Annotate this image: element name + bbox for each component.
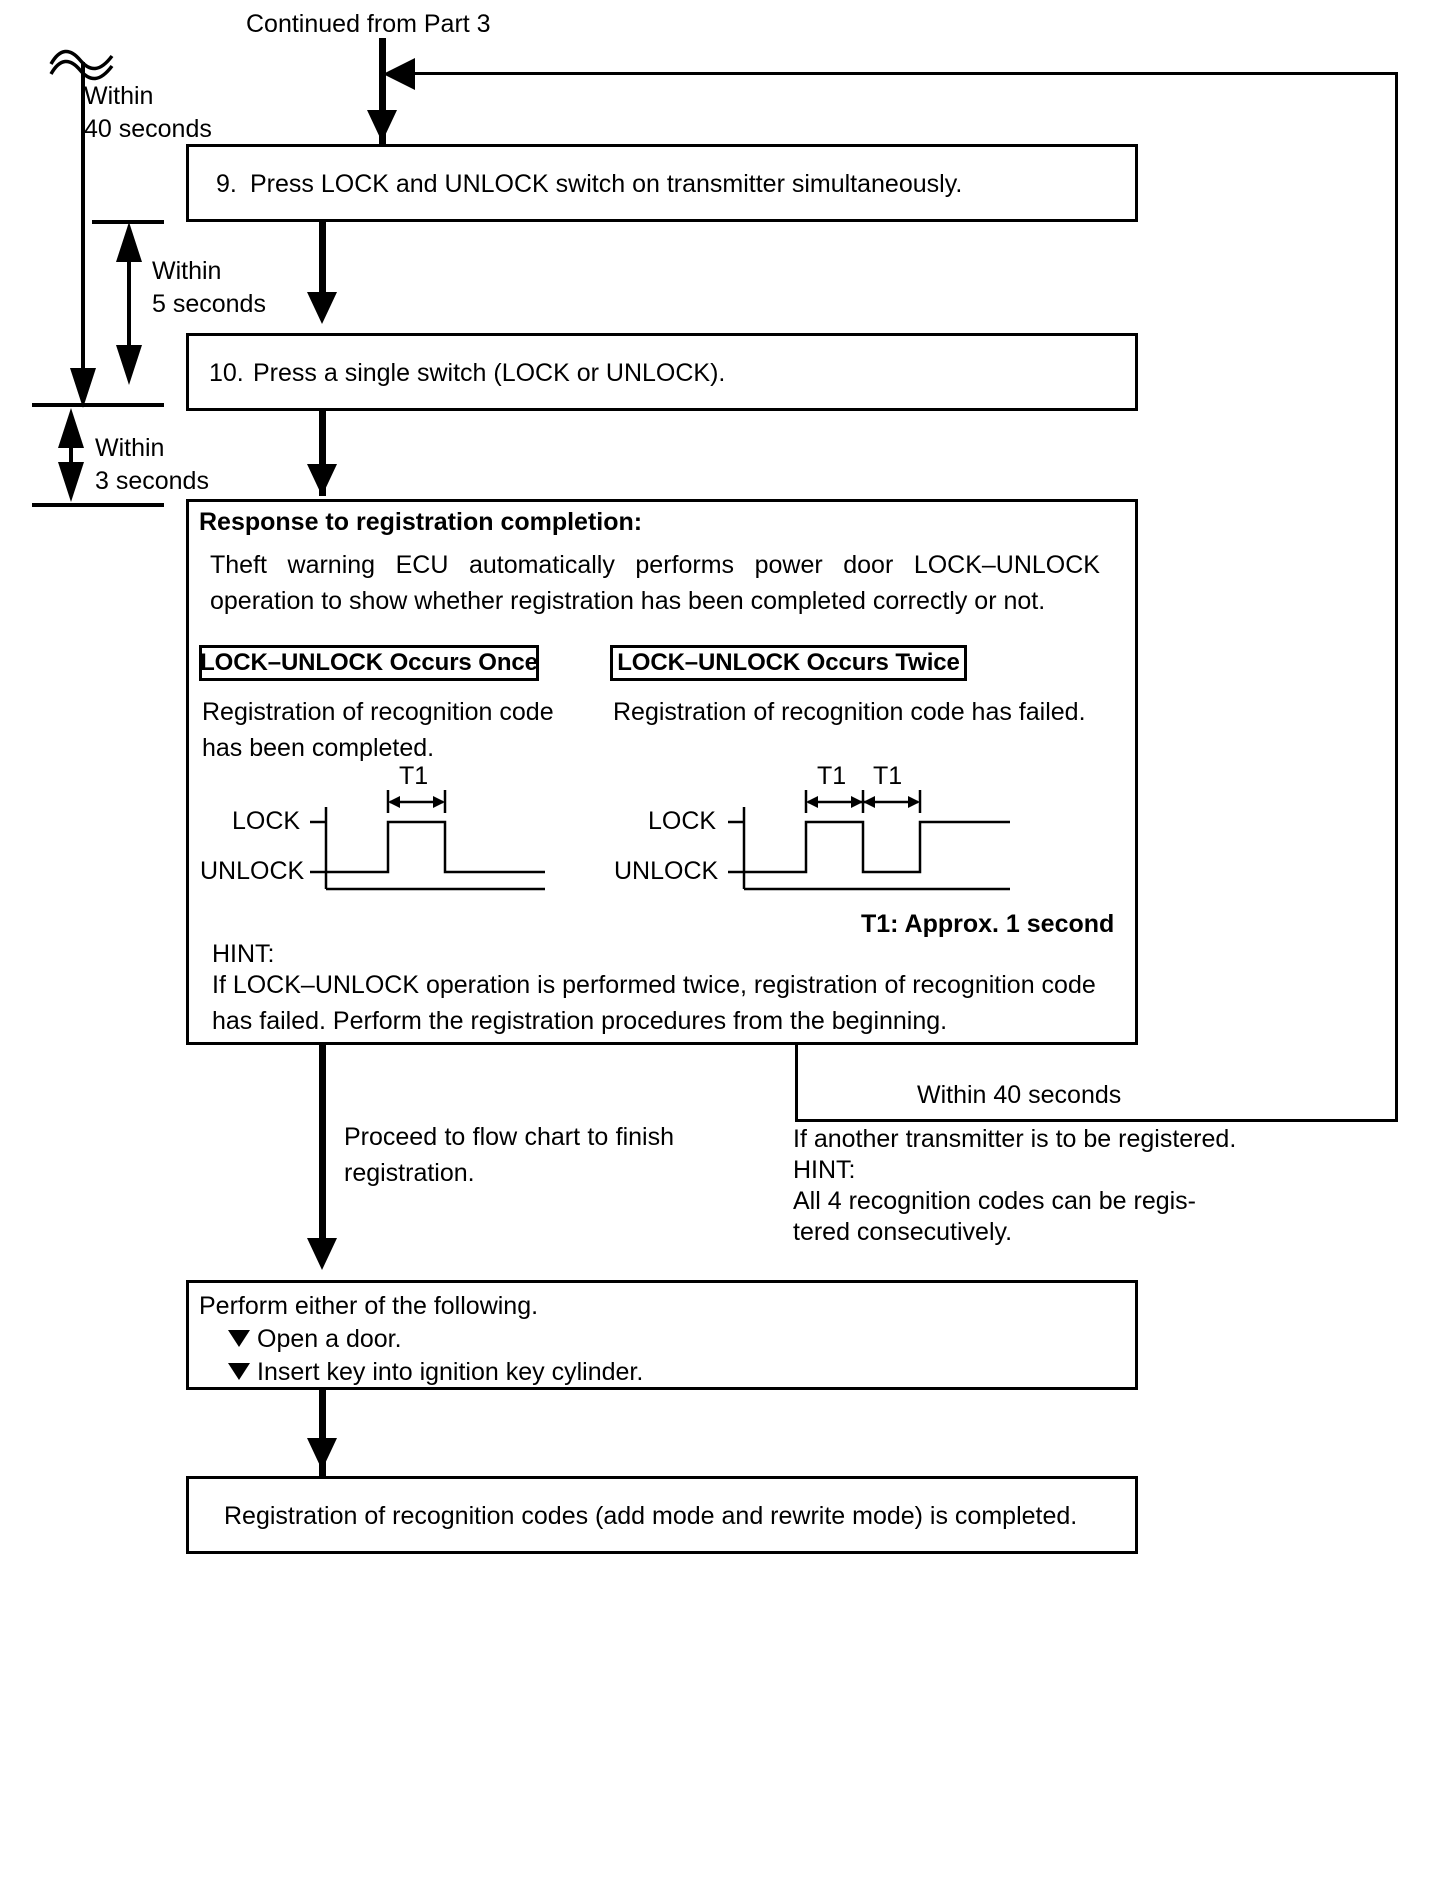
within-3-seconds-arrowhead-down xyxy=(58,462,84,502)
within-3-seconds-shaft xyxy=(69,425,73,483)
within-3-seconds-bottom-rule xyxy=(32,503,164,507)
waveform-once-t1-label: T1 xyxy=(399,762,429,790)
within-3-seconds-label: Within 3 seconds xyxy=(95,434,209,495)
break-squiggle-icon xyxy=(49,49,114,81)
timing-mid-rule xyxy=(32,403,164,407)
branch-left-text: Proceed to flow chart to finish registra… xyxy=(344,1123,674,1187)
waveform-twice-graphic xyxy=(728,790,1010,891)
response-panel-description: Theft warning ECU automatically performs… xyxy=(210,551,1100,615)
case-twice-description: Registration of recognition code has fai… xyxy=(613,698,1086,726)
response-panel xyxy=(186,499,1138,1045)
branch-right-loop-label: Within 40 seconds xyxy=(917,1081,1122,1109)
branch-right-hint-label: HINT: xyxy=(793,1156,856,1184)
branch-right-line1: If another transmitter is to be register… xyxy=(793,1125,1237,1153)
step-10-text: Press a single switch (LOCK or UNLOCK). xyxy=(253,359,726,387)
step-10-box xyxy=(186,333,1138,411)
waveform-twice-lock-label: LOCK xyxy=(648,807,717,835)
waveform-once-graphic xyxy=(310,790,545,891)
case-once-description: Registration of recognition code has bee… xyxy=(202,698,554,762)
step10-to-panel-shaft xyxy=(319,411,326,496)
panel-to-perform-shaft xyxy=(319,1045,326,1250)
completion-box-text: Registration of recognition codes (add m… xyxy=(224,1502,1078,1530)
response-panel-title: Response to registration completion: xyxy=(199,508,643,536)
entry-arrow-head xyxy=(367,110,397,142)
within-40-seconds-label: Within 40 seconds xyxy=(84,82,212,143)
loop-return-horizontal xyxy=(413,72,1398,75)
triangle-bullet-icon xyxy=(228,1363,250,1380)
step-9-text: Press LOCK and UNLOCK switch on transmit… xyxy=(250,170,963,198)
branch-right-line2: All 4 recognition codes can be regis- xyxy=(793,1187,1197,1215)
completion-box xyxy=(186,1476,1138,1554)
perform-item-1-label: Insert key into ignition key cylinder. xyxy=(257,1358,644,1386)
perform-item-0: Open a door. xyxy=(228,1325,402,1354)
step9-to-step10-head xyxy=(307,292,337,324)
within-5-seconds-shaft xyxy=(127,240,131,368)
perform-either-box xyxy=(186,1280,1138,1390)
perform-to-completion-shaft xyxy=(319,1390,326,1480)
step10-to-panel-head xyxy=(307,464,337,496)
continued-from-label: Continued from Part 3 xyxy=(246,10,491,38)
triangle-bullet-icon xyxy=(228,1330,250,1347)
step-9-box xyxy=(186,144,1138,222)
within-5-seconds-arrowhead-down xyxy=(116,345,142,385)
step9-to-step10-shaft xyxy=(319,222,326,307)
t1-approx-note: T1: Approx. 1 second xyxy=(861,910,1115,938)
perform-item-1: Insert key into ignition key cylinder. xyxy=(228,1358,643,1387)
waveform-once-unlock-label: UNLOCK xyxy=(200,857,305,885)
perform-either-intro: Perform either of the following. xyxy=(199,1292,539,1320)
step-9-number: 9. xyxy=(216,170,237,198)
panel-hint-label: HINT: xyxy=(212,940,275,968)
within-5-seconds-label: Within 5 seconds xyxy=(152,257,266,318)
waveform-once-lock-label: LOCK xyxy=(232,807,301,835)
within-40-seconds-shaft xyxy=(81,62,85,382)
within-40-seconds-arrowhead xyxy=(70,368,96,408)
loop-return-right-vertical xyxy=(1395,72,1398,1122)
loop-return-arrow-head xyxy=(383,58,415,90)
step-10-number: 10. xyxy=(209,359,244,387)
branch-right-vertical xyxy=(795,1045,798,1122)
entry-arrow-shaft xyxy=(379,38,386,158)
perform-to-completion-head xyxy=(307,1438,337,1470)
case-once-tag: LOCK–UNLOCK Occurs Once xyxy=(199,645,539,681)
case-twice-tag: LOCK–UNLOCK Occurs Twice xyxy=(610,645,967,681)
waveform-twice-unlock-label: UNLOCK xyxy=(614,857,719,885)
branch-right-line3: tered consecutively. xyxy=(793,1218,1013,1246)
panel-to-perform-head xyxy=(307,1238,337,1270)
panel-hint-text: If LOCK–UNLOCK operation is performed tw… xyxy=(212,971,1096,1035)
perform-item-0-label: Open a door. xyxy=(257,1325,402,1353)
waveform-twice-t1-label-1: T1 xyxy=(817,762,847,790)
waveform-twice-t1-label-2: T1 xyxy=(873,762,903,790)
branch-right-horizontal xyxy=(795,1119,1398,1122)
